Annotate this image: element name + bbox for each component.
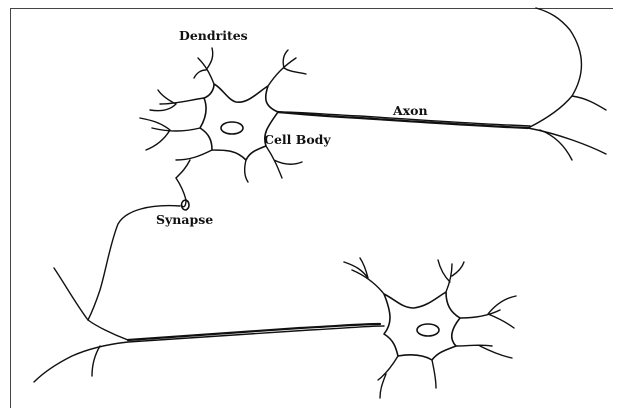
lower-dendrite xyxy=(438,260,464,292)
lower-axon-terminal xyxy=(54,268,128,340)
upper-dendrite xyxy=(150,90,204,111)
upper-dendrite xyxy=(176,150,212,178)
lower-dendrite xyxy=(378,356,398,398)
upper-axon-terminal xyxy=(528,128,606,154)
upper-dendrite xyxy=(194,48,214,84)
upper-nucleus xyxy=(221,122,243,134)
upper-axon-terminal xyxy=(572,96,606,110)
synapse-dendrite xyxy=(176,178,186,207)
lower-axon xyxy=(128,326,384,342)
upper-axon-terminal xyxy=(528,8,582,128)
upper-dendrite xyxy=(268,50,306,86)
lower-nucleus xyxy=(417,324,439,336)
upper-dendrite xyxy=(140,118,200,150)
upper-cell-body xyxy=(200,84,278,160)
synapse-label: Synapse xyxy=(156,212,213,227)
lower-dendrite xyxy=(344,258,384,294)
upper-dendrite xyxy=(245,160,248,182)
lower-axon-terminal xyxy=(34,342,128,382)
dendrites-label: Dendrites xyxy=(179,28,248,43)
cell-body-label: Cell Body xyxy=(264,132,331,147)
lower-axon-terminal xyxy=(92,346,100,376)
upper-dendrite xyxy=(266,146,302,178)
lower-cell-body xyxy=(384,292,460,360)
lower-dendrite xyxy=(460,296,516,328)
synapse-connection xyxy=(88,178,189,320)
lower-neuron xyxy=(34,258,516,398)
axon-label: Axon xyxy=(393,103,428,118)
lower-dendrite xyxy=(456,345,512,358)
lower-axon xyxy=(128,324,380,340)
lower-dendrite xyxy=(432,360,436,388)
